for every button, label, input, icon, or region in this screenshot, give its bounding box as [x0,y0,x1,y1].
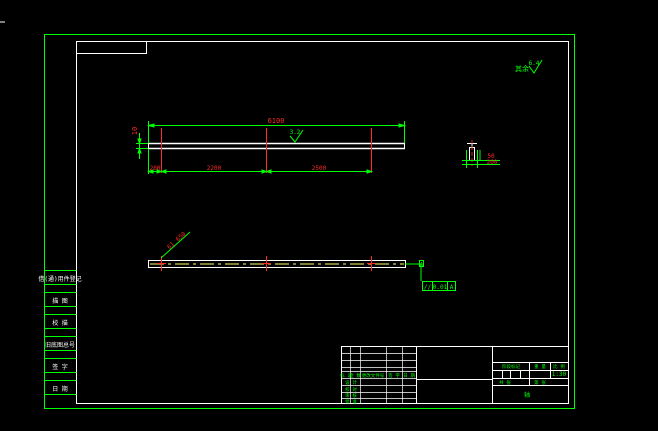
sheet-outer-frame [44,34,575,409]
stage-label-mark: 阶段标记 [502,363,520,370]
role-label-design: 设 计 [345,379,357,386]
tolerance-value: 0.01 [433,284,448,291]
drawing-code-box [76,41,147,54]
stamp-label-borrowed: 借(通)用件登记 [38,275,81,283]
role-label-approve: 批 准 [345,398,357,405]
stamp-label-old-number: 旧底图总号 [45,341,75,349]
roughness-symbol-top [289,129,304,143]
header-label-mark: 标 记 [340,372,352,379]
dim-segments [146,149,374,174]
corner-roughness-note: 其余 6.4 [515,59,543,74]
dim-segment-a-text: 200 [150,165,161,172]
front-view: 6100 10 200 2200 2500 [131,117,407,174]
tolerance-datum: A [450,284,454,291]
leader-line [160,231,191,259]
tolerance-leader [405,263,422,281]
stage-label-weight: 重 量 [534,363,546,370]
stamp-label-date: 日 期 [52,385,68,393]
dim-segment-c-text: 2500 [312,165,327,172]
lower-section-lines [157,256,376,271]
dim-segment-b-text: 2200 [207,165,222,172]
sheet-label-number: 第 张 [534,379,546,386]
roughness-corner-text: 6.4 [529,60,540,67]
stamp-label-tracing: 描 图 [52,297,68,305]
header-label-date: 日 期 [403,373,415,379]
role-label-review: 审 核 [345,392,357,399]
header-label-change-doc: 更改文件号 [362,372,385,379]
leader-text-1: 61 [166,241,176,251]
detail-height-text: 50 [487,153,495,160]
stage-label-scale: 比 例 [553,363,565,370]
role-label-proofread: 校 对 [345,386,357,393]
front-view-section-lines [161,128,372,173]
end-detail-view: 50 200 [462,140,500,168]
tolerance-symbol: // [424,284,432,291]
stamp-label-signature: 签 字 [52,363,68,371]
header-label-signature: 签 字 [388,372,400,379]
left-stamp-column [44,270,77,395]
detail-width-text: 200 [487,159,498,166]
roughness-top-text: 3.2 [290,129,301,136]
tolerance-frame [422,281,456,291]
dim-thickness [136,133,148,159]
title-block-scale-value: 1:30 [552,371,567,378]
stamp-label-check: 校 描 [52,319,68,327]
dim-overall-length-text: 6100 [268,117,285,125]
roughness-symbol-corner [528,59,543,74]
corner-note-text: 其余 [515,64,529,73]
header-label-count: 处 数 [349,372,361,379]
dim-thickness-text: 10 [131,127,139,135]
title-block-revision-grid [341,346,417,404]
dim-overall-length [146,121,407,143]
drawing-border [76,41,569,404]
title-block-part-name: 轴 [524,391,530,399]
sheet-label-total: 共 张 [499,379,511,386]
title-block: 标 记 处 数 更改文件号 签 字 日 期 设 计 校 对 审 核 批 准 阶段… [340,346,569,405]
